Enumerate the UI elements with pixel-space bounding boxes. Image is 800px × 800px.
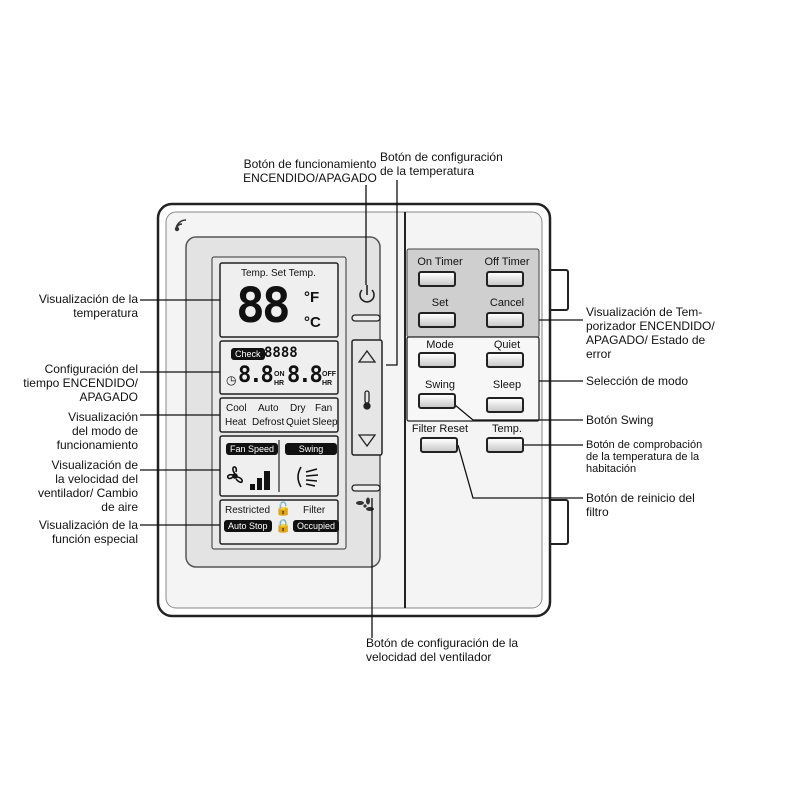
sleep-label: Sleep (492, 379, 522, 391)
mode-auto: Auto (258, 403, 279, 414)
mode-quiet: Quiet (286, 417, 310, 428)
callout-special-display: Visualización de la función especial (38, 518, 138, 546)
quiet-button[interactable] (486, 352, 524, 368)
callout-mode-display: Visualización del modo de funcionamiento (56, 410, 138, 452)
mode-fan: Fan (315, 403, 333, 414)
timer-on-hr: HR (274, 380, 285, 387)
temp-digits: 88 (236, 278, 291, 334)
power-button[interactable] (352, 282, 382, 322)
timer-off-label: OFF (322, 371, 336, 378)
callout-fan-display: Visualización de la velocidad del ventil… (37, 458, 138, 514)
up-arrow-icon (357, 349, 377, 363)
auto-stop-badge: Auto Stop (224, 520, 272, 532)
callout-filter-reset-button: Botón de reinicio del filtro (586, 491, 695, 519)
temp-label: Temp. Set Temp. (241, 268, 316, 279)
on-timer-button[interactable] (418, 271, 456, 287)
timer-off-digits: 8.8 (287, 363, 323, 388)
temp-button[interactable] (486, 437, 524, 453)
callout-fan-speed-button: Botón de configuración de la velocidad d… (366, 636, 519, 664)
callout-timer-setting: Configuración del tiempo ENCENDIDO/ APAG… (23, 362, 138, 404)
unlock-icon: 🔓 (275, 501, 292, 516)
mode-button[interactable] (418, 352, 456, 368)
filter-reset-button[interactable] (420, 437, 458, 453)
callout-room-temp-button: Botón de comprobación de la temperatura … (586, 439, 703, 475)
callout-temp-setting: Botón de configuración de la temperatura (380, 150, 503, 178)
fan-small-icon (356, 497, 374, 511)
fan-speed-badge: Fan Speed (226, 443, 278, 455)
temp-down-button[interactable] (352, 426, 382, 454)
set-button[interactable] (418, 312, 456, 328)
restricted-label: Restricted (225, 505, 271, 516)
filter-reset-label: Filter Reset (411, 423, 469, 435)
timer-on-label: ON (274, 371, 285, 378)
off-timer-button[interactable] (486, 271, 524, 287)
power-icon (359, 285, 375, 303)
lock-icon: 🔒 (275, 518, 292, 533)
mode-defrost: Defrost (252, 417, 285, 428)
check-digits: 8888 (264, 345, 298, 361)
swing-icon (297, 466, 319, 488)
off-timer-label: Off Timer (484, 256, 530, 268)
cancel-button[interactable] (486, 312, 524, 328)
cancel-label: Cancel (489, 297, 525, 309)
callout-swing-button: Botón Swing (586, 413, 654, 427)
occupied-badge: Occupied (293, 520, 340, 532)
sleep-button[interactable] (486, 397, 524, 413)
on-timer-label: On Timer (417, 256, 463, 268)
wifi-icon (174, 219, 187, 232)
timer-off-hr: HR (322, 380, 333, 387)
timer-on-digits: 8.8 (238, 363, 274, 388)
quiet-label: Quiet (493, 339, 521, 351)
callout-power-button: Botón de funcionamiento ENCENDIDO/APAGAD… (243, 157, 377, 185)
mode-cool: Cool (226, 403, 247, 414)
callout-timer-display: Visualización de Tem- porizador ENCENDID… (586, 305, 715, 361)
temp-label-button: Temp. (492, 423, 522, 435)
swing-button[interactable] (418, 393, 456, 409)
swing-badge: Swing (285, 443, 337, 455)
mode-dry: Dry (290, 403, 306, 414)
down-arrow-icon (357, 434, 377, 448)
mode-label: Mode (426, 339, 454, 351)
fan-speed-icon (226, 466, 270, 490)
check-badge: Check (231, 348, 265, 360)
filter-label: Filter (303, 505, 326, 516)
unit-celsius: °C (304, 314, 321, 331)
swing-label: Swing (425, 379, 455, 391)
mode-sleep: Sleep (312, 417, 338, 428)
callout-temp-display: Visualización de la temperatura (38, 292, 138, 320)
mode-heat: Heat (225, 417, 247, 428)
unit-fahrenheit: °F (304, 289, 320, 306)
fan-speed-button[interactable] (352, 482, 382, 514)
callout-mode-select: Selección de modo (586, 374, 689, 388)
set-label: Set (431, 297, 449, 309)
clock-icon: ◷ (226, 373, 237, 387)
thermometer-icon (363, 390, 371, 410)
temp-up-button[interactable] (352, 342, 382, 370)
